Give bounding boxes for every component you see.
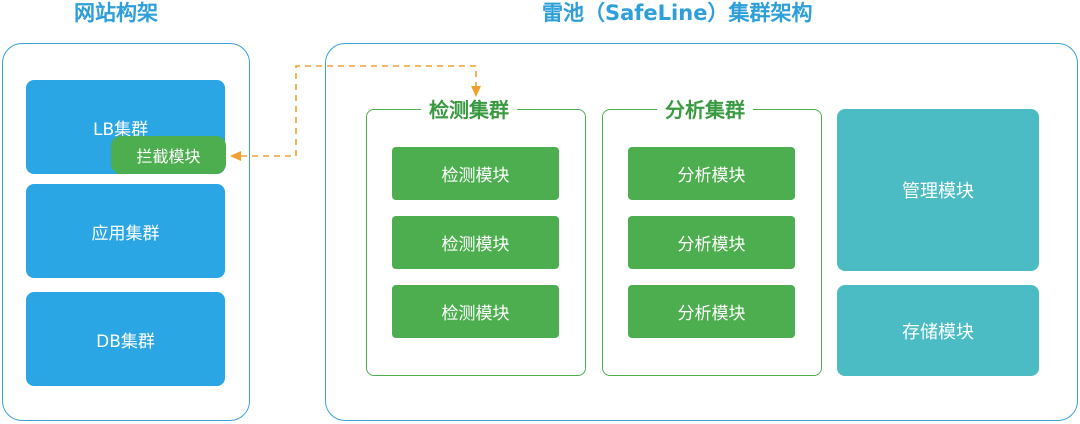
detection-module-1: 检测模块: [392, 147, 559, 200]
analysis-module-label: 分析模块: [677, 304, 746, 324]
intercept-module-label: 拦截模块: [136, 147, 201, 166]
analysis-module-3: 分析模块: [628, 285, 795, 338]
analysis-module-label: 分析模块: [677, 235, 746, 255]
app-cluster-box: 应用集群: [26, 184, 225, 278]
db-cluster-label: DB集群: [96, 331, 155, 352]
website-architecture-title: 网站构架: [74, 1, 158, 25]
detection-module-3: 检测模块: [392, 285, 559, 338]
safeline-architecture-title: 雷池（SafeLine）集群架构: [542, 1, 813, 25]
detection-module-label: 检测模块: [441, 304, 510, 324]
detection-cluster-title: 检测集群: [421, 97, 517, 123]
analysis-module-label: 分析模块: [677, 166, 746, 186]
db-cluster-box: DB集群: [26, 292, 225, 386]
analysis-cluster-title: 分析集群: [657, 97, 753, 123]
analysis-module-1: 分析模块: [628, 147, 795, 200]
management-module-box: 管理模块: [837, 109, 1039, 271]
detection-module-2: 检测模块: [392, 216, 559, 269]
lb-cluster-label: LB集群: [93, 120, 149, 140]
management-module-label: 管理模块: [902, 181, 974, 202]
detection-module-label: 检测模块: [441, 235, 510, 255]
intercept-module-box: 拦截模块: [111, 136, 226, 174]
detection-module-label: 检测模块: [441, 166, 510, 186]
app-cluster-label: 应用集群: [91, 223, 160, 244]
storage-module-box: 存储模块: [837, 285, 1039, 376]
analysis-module-2: 分析模块: [628, 216, 795, 269]
storage-module-label: 存储模块: [902, 321, 974, 343]
